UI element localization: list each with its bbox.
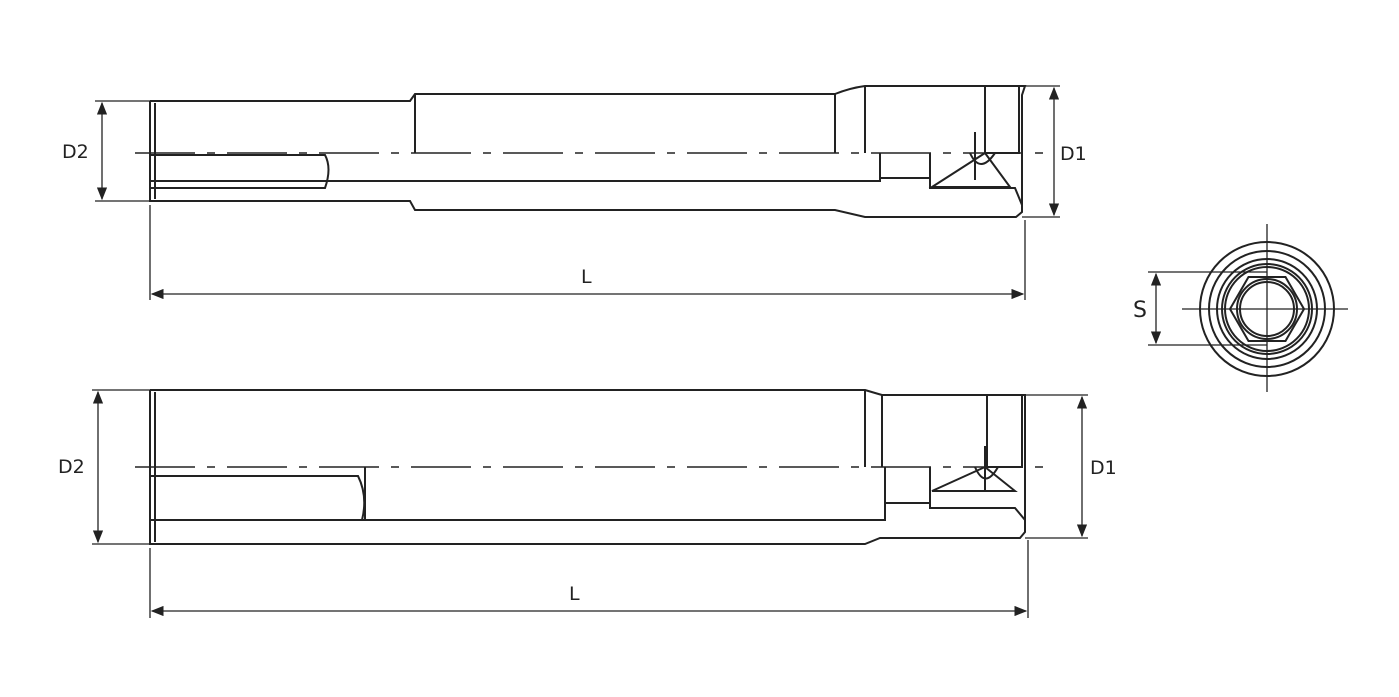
top-d1-label: D1: [1060, 143, 1087, 165]
bottom-d1-label: D1: [1090, 457, 1117, 479]
bottom-d2-label: D2: [58, 456, 85, 478]
bottom-hatched-wall: [149, 502, 1026, 545]
top-socket-side-view: [95, 85, 1060, 300]
top-outline: [149, 85, 1027, 205]
bottom-socket-side-view: [92, 389, 1088, 618]
top-hatched-wall: [149, 177, 1023, 218]
socket-end-view: [1148, 224, 1348, 392]
bottom-knurl: [986, 394, 1023, 468]
top-knurl: [984, 85, 1020, 154]
top-l-label: L: [581, 266, 592, 288]
end-s-label: S: [1133, 298, 1147, 323]
top-d2-label: D2: [62, 141, 89, 163]
bottom-l-label: L: [569, 583, 580, 605]
